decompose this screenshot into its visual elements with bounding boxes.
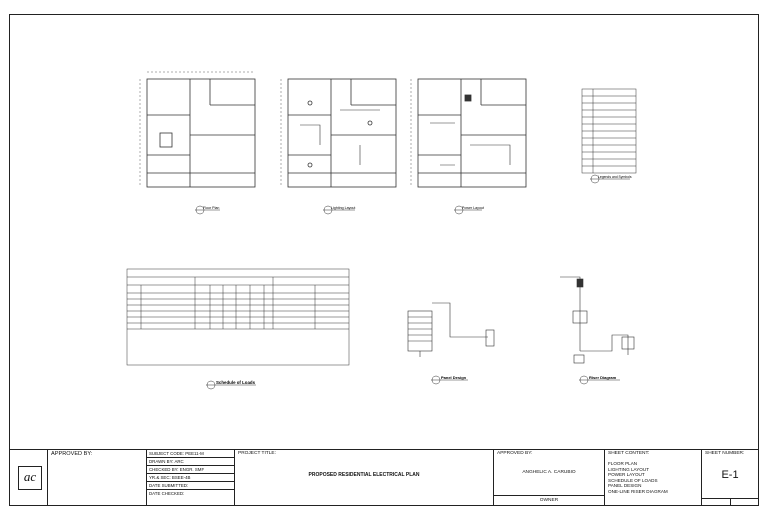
sheet-content-item: POWER LAYOUT [608, 472, 645, 478]
sheet-content-list: FLOOR PLAN LIGHTING LAYOUT POWER LAYOUT … [608, 461, 668, 495]
project-title-cell: PROJECT TITLE: PROPOSED RESIDENTIAL ELEC… [235, 450, 494, 506]
sheet-content-item: ONE-LINE RISER DIAGRAM [608, 488, 668, 494]
logo-cell: ac [10, 450, 48, 506]
title-block: ac APPROVED BY: SUBJECT CODE: PEE11-M DR… [10, 449, 758, 506]
sheet-number-label: SHEET NUMBER: [705, 451, 745, 456]
lighting-layout-drawing [280, 78, 397, 188]
approver-name: ANGHELIC A. CARUBIO [522, 470, 576, 475]
drawing-sheet: Floor Plan Lighting Layout Power Layout … [9, 14, 759, 506]
sheet-content-item: LIGHTING LAYOUT [608, 466, 650, 472]
yr-sec: YR.& SEC: BSEE-4B [147, 474, 234, 482]
panel-design-drawing [407, 302, 495, 357]
legend-table-drawing [581, 88, 637, 174]
sheet-content-item: PANEL DESIGN [608, 483, 642, 489]
logo: ac [18, 466, 42, 490]
approved-by-cell-left: APPROVED BY: [48, 450, 147, 506]
panel-design-title: Panel Design [441, 375, 467, 380]
date-submitted: DATE SUBMITTED: [147, 482, 234, 490]
sheet-content-label: SHEET CONTENT: [608, 451, 650, 456]
floor-plan-title: Floor Plan [203, 206, 219, 210]
schedule-title: Schedule of Loads [216, 380, 256, 385]
sheet-number: E-1 [721, 469, 739, 481]
riser-diagram-title: Riser Diagram [589, 375, 617, 380]
sheet-content-item: SCHEDULE OF LOADS [608, 477, 658, 483]
approved-by-label-right: APPROVED BY: [497, 451, 533, 456]
project-title: PROPOSED RESIDENTIAL ELECTRICAL PLAN [308, 472, 420, 478]
approved-by-label-left: APPROVED BY: [51, 451, 93, 457]
sheet-number-divider [730, 498, 731, 506]
power-layout-title: Power Layout [462, 206, 484, 210]
checked-by: CHECKED BY: ENGR. SMF [147, 466, 234, 474]
lighting-layout-title: Lighting Layout [331, 206, 355, 210]
legend-title: Legends and Symbols [598, 175, 632, 179]
sheet-number-cell: SHEET NUMBER: E-1 [702, 450, 758, 506]
owner-label: OWNER [494, 495, 604, 507]
date-checked: DATE CHECKED: [149, 491, 185, 496]
floor-plan-drawing [139, 71, 256, 188]
power-layout-drawing [410, 78, 527, 188]
subject-code: SUBJECT CODE: PEE11-M [147, 450, 234, 458]
subject-info-cell: SUBJECT CODE: PEE11-M DRAWN BY: ARC CHEC… [147, 450, 235, 506]
drawing-area: Floor Plan Lighting Layout Power Layout … [126, 71, 637, 390]
schedule-table-drawing [126, 268, 350, 366]
sheet-content-cell: SHEET CONTENT: FLOOR PLAN LIGHTING LAYOU… [605, 450, 702, 506]
riser-diagram-drawing [560, 276, 635, 364]
approved-by-cell-right: APPROVED BY: ANGHELIC A. CARUBIO OWNER [494, 450, 605, 506]
title-callouts [195, 174, 630, 390]
sheet-content-item: FLOOR PLAN [608, 461, 638, 466]
drawn-by: DRAWN BY: ARC [147, 458, 234, 466]
project-title-label: PROJECT TITLE: [238, 451, 276, 456]
